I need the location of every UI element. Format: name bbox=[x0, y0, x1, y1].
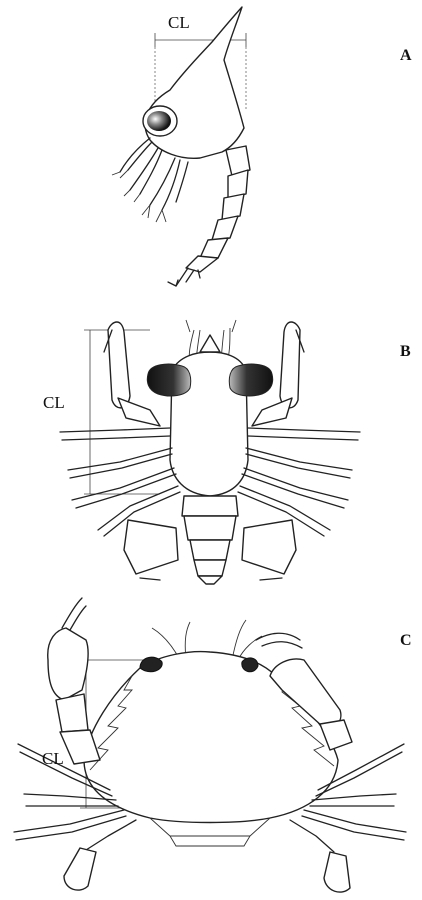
panel-b-cl-label: CL bbox=[43, 393, 65, 413]
panel-b-letter: B bbox=[400, 343, 411, 361]
panel-b-megalopa bbox=[60, 320, 360, 584]
panel-c-right-eye-icon bbox=[242, 658, 258, 672]
panel-a-letter: A bbox=[400, 47, 412, 65]
panel-a-cl-label: CL bbox=[168, 13, 190, 33]
panel-b-left-eye-icon bbox=[147, 364, 190, 396]
panel-c-left-eye-icon bbox=[140, 657, 162, 672]
panel-a-zoea bbox=[112, 7, 250, 286]
panel-a-eye-icon bbox=[147, 111, 171, 131]
panel-c-letter: C bbox=[400, 632, 412, 650]
panel-c-first-crab bbox=[14, 598, 406, 892]
panel-c-cl-label: CL bbox=[42, 749, 64, 769]
panel-b-right-eye-icon bbox=[229, 364, 272, 396]
